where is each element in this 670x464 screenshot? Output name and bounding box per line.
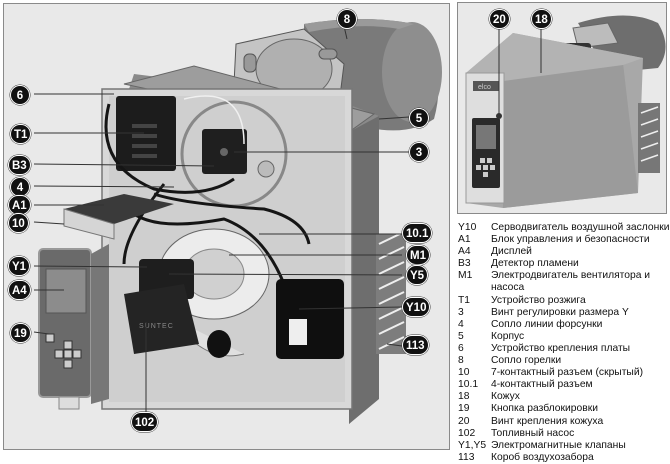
legend-code: M1 — [458, 270, 473, 282]
legend-text: Винт регулировки размера Y — [491, 306, 629, 318]
legend-text: 7-контактный разъем (скрытый) — [491, 367, 643, 379]
legend-text: Винт крепления кожуха — [491, 415, 604, 427]
burner-covered-illustration: elco — [465, 15, 666, 208]
legend-code: 10.1 — [458, 379, 479, 391]
legend-text: Электродвигатель вентилятора и насоса — [491, 270, 651, 294]
legend-item: 6 Устройство крепления платы — [458, 343, 670, 355]
legend-code: 8 — [458, 355, 464, 367]
callout-leader-lines — [33, 25, 410, 412]
legend-text: Кнопка разблокировки — [491, 403, 598, 415]
legend-text: Блок управления и безопасности — [491, 234, 650, 246]
legend-item: 10 7-контактный разъем (скрытый) — [458, 367, 670, 379]
callout-3: 3 — [409, 142, 429, 162]
legend-item: 3 Винт регулировки размера Y — [458, 307, 670, 319]
callout-4: 4 — [10, 177, 30, 197]
legend-item: 10.1 4-контактный разъем — [458, 379, 670, 391]
inset-leader-lines — [498, 27, 542, 116]
legend-code: B3 — [458, 258, 471, 270]
callout-20: 20 — [489, 9, 510, 29]
legend-item: A4 Дисплей — [458, 246, 670, 258]
legend-text: Детектор пламени — [491, 258, 579, 270]
legend-text: Устройство розжига — [491, 294, 586, 306]
legend-text: Сопло горелки — [491, 355, 562, 367]
callout-Y10: Y10 — [402, 297, 431, 317]
callout-10-1: 10.1 — [402, 223, 433, 243]
legend-text: Дисплей — [491, 246, 532, 258]
legend-code: 113 — [458, 451, 475, 463]
legend-item: 5 Корпус — [458, 331, 670, 343]
legend-code: 6 — [458, 342, 464, 354]
callout-T1: T1 — [10, 124, 32, 144]
legend-code: Y10 — [458, 222, 477, 233]
callout-5: 5 — [409, 108, 429, 128]
legend-code: Y1,Y5 — [458, 439, 487, 451]
legend-code: A4 — [458, 246, 471, 258]
control-unit — [63, 194, 174, 240]
callout-113: 113 — [402, 335, 429, 355]
wiring-harness — [104, 95, 311, 285]
callout-6: 6 — [10, 85, 30, 105]
legend-item: 4 Сопло линии форсунки — [458, 319, 670, 331]
legend-code: 4 — [458, 318, 464, 330]
legend-code: A1 — [458, 234, 471, 246]
inset-diagram-panel: elco 20 18 — [457, 2, 667, 214]
legend-code: 5 — [458, 330, 464, 342]
legend-item: 19 Кнопка разблокировки — [458, 403, 670, 415]
parts-legend: Y10 Серводвигатель воздушной заслонки A1 Б… — [458, 222, 670, 464]
callout-A1: A1 — [8, 195, 31, 215]
legend-item: 8 Сопло горелки — [458, 355, 670, 367]
legend-text: Серводвигатель воздушной заслонки — [491, 222, 670, 233]
legend-item: M1 Электродвигатель вентилятора и насоса — [458, 270, 670, 294]
legend-item: A1 Блок управления и безопасности — [458, 234, 670, 246]
callout-10: 10 — [8, 213, 29, 233]
legend-text: 4-контактный разъем — [491, 379, 593, 391]
pump-brand-text: SUNTEC — [139, 323, 174, 330]
legend-code: 18 — [458, 391, 470, 403]
legend-text: Устройство крепления платы — [491, 342, 631, 354]
inset-air-grille — [638, 103, 660, 173]
inset-cover: elco — [465, 33, 643, 208]
legend-item: 20 Винт крепления кожуха — [458, 416, 670, 428]
legend-text: Электромагнитные клапаны — [491, 439, 626, 451]
legend-text: Топливный насос — [491, 427, 575, 439]
ignition-transformer — [116, 96, 176, 171]
callout-M1: M1 — [406, 245, 430, 265]
callout-102: 102 — [131, 412, 159, 432]
legend-text: Корпус — [491, 330, 525, 342]
legend-text: Кожух — [491, 391, 520, 403]
legend-text: Сопло линии форсунки — [491, 318, 603, 330]
callout-B3: B3 — [8, 155, 31, 175]
air-inlet-grille — [376, 231, 406, 354]
legend-item: Y1,Y5 Электромагнитные клапаны — [458, 440, 670, 452]
legend-code: T1 — [458, 294, 471, 306]
legend-item: B3 Детектор пламени — [458, 258, 670, 270]
legend-text: Короб воздухозабора — [491, 451, 594, 463]
air-damper-servo — [276, 279, 344, 359]
legend-item: T1 Устройство розжига — [458, 295, 670, 307]
main-diagram-panel: SUNTEC 8 6 5 — [3, 3, 450, 450]
legend-item: 113 Короб воздухозабора — [458, 452, 670, 464]
callout-Y1: Y1 — [8, 256, 31, 276]
display-module — [38, 244, 109, 410]
legend-code: 19 — [458, 403, 470, 415]
legend-item: 18 Кожух — [458, 391, 670, 403]
fuel-pump: SUNTEC — [124, 259, 199, 354]
callout-19: 19 — [10, 323, 31, 343]
legend-code: 102 — [458, 427, 476, 439]
legend-code: 20 — [458, 415, 470, 427]
callout-18: 18 — [531, 9, 552, 29]
callout-A4: A4 — [8, 280, 31, 300]
legend-item: 102 Топливный насос — [458, 428, 670, 440]
housing-brand-text: elco — [478, 84, 491, 91]
callout-Y5: Y5 — [406, 265, 429, 285]
legend-item: Y10 Серводвигатель воздушной заслонки — [458, 222, 670, 234]
callout-8: 8 — [337, 9, 357, 29]
legend-code: 3 — [458, 306, 464, 318]
burner-illustration: SUNTEC — [33, 19, 442, 424]
legend-code: 10 — [458, 367, 470, 379]
